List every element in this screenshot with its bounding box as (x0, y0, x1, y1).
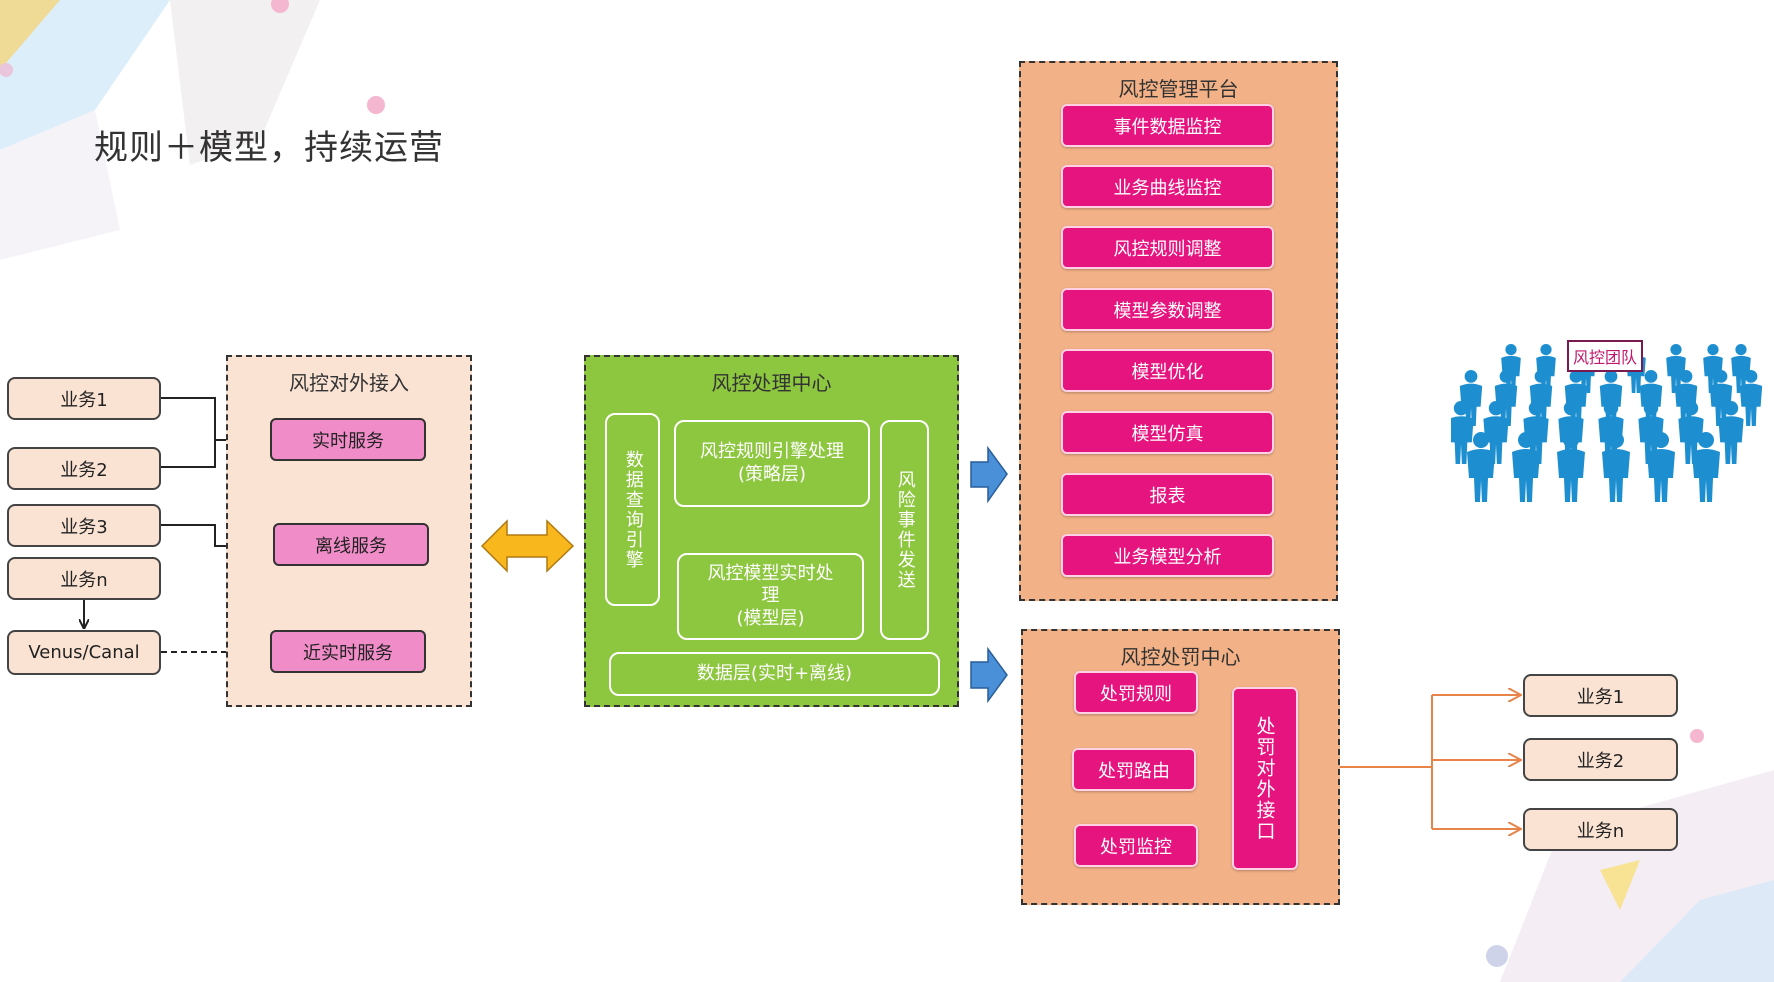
mgmt-item-model-analysis: 业务模型分析 (1061, 534, 1274, 577)
business-right-n-box: 业务n (1523, 808, 1678, 851)
mgmt-item-model-optimize: 模型优化 (1061, 349, 1274, 392)
mgmt-item-rule-adjust: 风控规则调整 (1061, 226, 1274, 269)
rule-engine-box: 风控规则引擎处理 (策略层) (674, 420, 870, 507)
mgmt-item-report: 报表 (1061, 473, 1274, 516)
person-figure (1678, 401, 1704, 464)
slide-title: 规则＋模型，持续运营 (94, 128, 444, 168)
risk-event-send: 风险事件发送 (880, 420, 929, 640)
person-figure (1448, 401, 1474, 464)
mgmt-item-param-adjust: 模型参数调整 (1061, 288, 1274, 331)
team-illustration: 风控团队 (1448, 332, 1766, 512)
person-figure (1692, 432, 1720, 502)
processing-center-panel: 风控处理中心 数据查询引擎 风控规则引擎处理 (策略层) 风控模型实时处 理 (… (584, 355, 959, 707)
person-figure (1718, 401, 1744, 464)
penalty-center-panel: 风控处罚中心 处罚规则 处罚路由 处罚监控 处罚对外接口 (1021, 629, 1340, 905)
business-1-box: 业务1 (7, 377, 161, 420)
person-figure (1512, 432, 1540, 502)
person-figure (1467, 432, 1495, 502)
penalty-interface: 处罚对外接口 (1232, 687, 1298, 870)
person-figure (1523, 401, 1549, 464)
person-figure (1494, 370, 1518, 426)
person-figure (1666, 344, 1686, 393)
business-n-box: 业务n (7, 557, 161, 600)
realtime-service: 实时服务 (270, 418, 426, 461)
business-2-box: 业务2 (7, 447, 161, 490)
access-panel: 风控对外接入 实时服务 离线服务 近实时服务 (226, 355, 472, 707)
team-badge: 风控团队 (1567, 340, 1644, 372)
model-realtime-label: 风控模型实时处 (707, 562, 834, 584)
model-realtime-label-cont: 理 (761, 585, 780, 607)
model-realtime-sublabel: (模型层) (736, 607, 805, 629)
penalty-routing: 处罚路由 (1072, 748, 1196, 791)
venus-canal-box: Venus/Canal (7, 630, 161, 675)
near-realtime-service: 近实时服务 (270, 630, 426, 673)
business-3-box: 业务3 (7, 504, 161, 547)
person-figure (1731, 344, 1751, 393)
person-figure (1703, 344, 1723, 393)
penalty-center-title: 风控处罚中心 (1120, 645, 1241, 669)
business-right-1-box: 业务1 (1523, 674, 1678, 717)
processing-center-title: 风控处理中心 (711, 371, 832, 395)
mgmt-item-model-sim: 模型仿真 (1061, 411, 1274, 454)
business-right-2-box: 业务2 (1523, 738, 1678, 781)
people-crowd-icon (1448, 344, 1763, 502)
person-figure (1709, 370, 1733, 426)
person-figure (1459, 370, 1483, 426)
data-query-engine: 数据查询引擎 (605, 413, 660, 606)
data-layer: 数据层(实时+离线) (609, 652, 940, 696)
person-figure (1602, 432, 1630, 502)
mgmt-item-event-monitor: 事件数据监控 (1061, 104, 1274, 147)
penalty-rule: 处罚规则 (1074, 671, 1198, 714)
person-figure (1638, 401, 1664, 464)
person-figure (1483, 401, 1509, 464)
rule-engine-sublabel: (策略层) (737, 463, 807, 485)
management-platform-panel: 风控管理平台 事件数据监控 业务曲线监控 风控规则调整 模型参数调整 模型优化 … (1019, 61, 1338, 601)
person-figure (1739, 370, 1763, 426)
model-realtime-box: 风控模型实时处 理 (模型层) (677, 553, 864, 640)
rule-engine-label: 风控规则引擎处理 (700, 441, 844, 462)
person-figure (1557, 432, 1585, 502)
mgmt-item-curve-monitor: 业务曲线监控 (1061, 165, 1274, 208)
penalty-monitor: 处罚监控 (1074, 824, 1198, 867)
offline-service: 离线服务 (273, 523, 429, 566)
management-platform-title: 风控管理平台 (1118, 77, 1239, 101)
access-panel-title: 风控对外接入 (289, 371, 409, 395)
person-figure (1647, 432, 1675, 502)
